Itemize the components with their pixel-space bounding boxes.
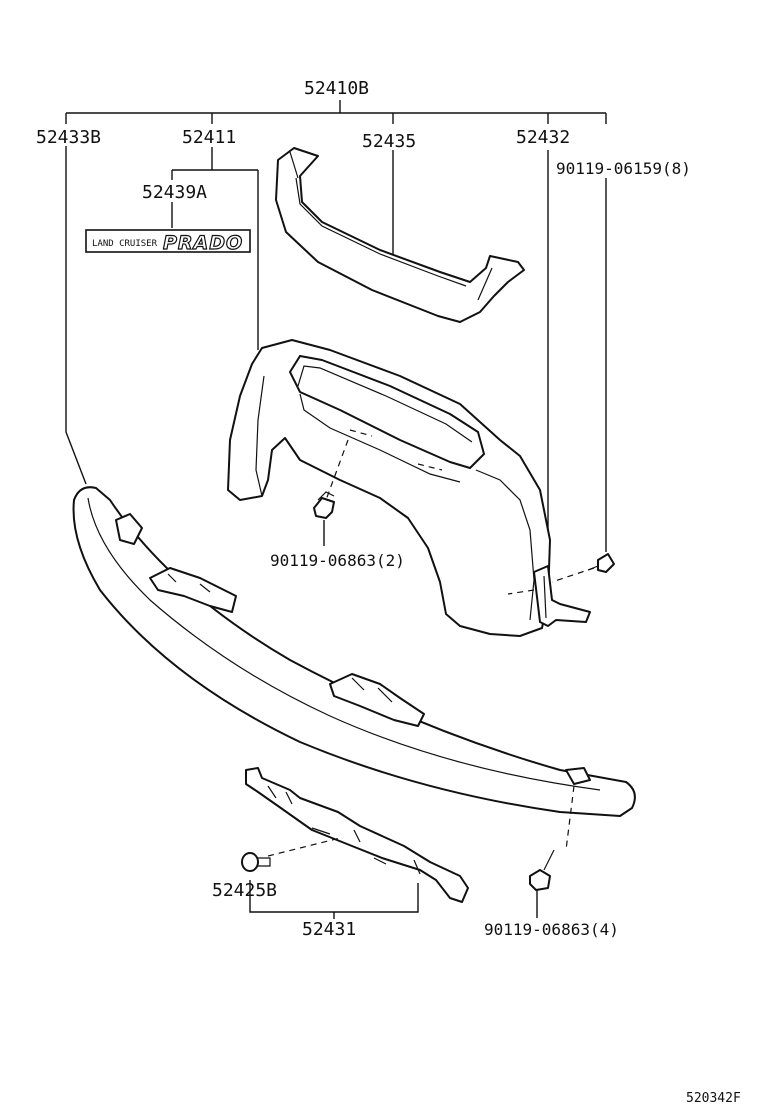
label-52435: 52435 <box>362 131 416 152</box>
upper-garnish-part <box>275 147 525 323</box>
leader-lines <box>65 100 607 919</box>
label-52431: 52431 <box>302 919 356 940</box>
lower-stay-part <box>245 767 469 903</box>
emblem-badge: LAND CRUISER PRADO <box>85 229 251 255</box>
bumper-bar-part <box>72 486 636 851</box>
emblem-small-text: LAND CRUISER <box>92 239 158 249</box>
label-52410B: 52410B <box>304 78 369 99</box>
bolt-fastener-lower <box>529 849 555 891</box>
label-52425B: 52425B <box>212 880 277 901</box>
label-52411: 52411 <box>182 127 236 148</box>
part-labels: 52410B 52433B 52411 52435 52432 90119-06… <box>36 78 741 1106</box>
clip-fastener-upper <box>313 491 335 519</box>
label-90119-06863-2: 90119-06863(2) <box>270 551 405 570</box>
label-90119-06863-4: 90119-06863(4) <box>484 920 619 939</box>
label-52439A: 52439A <box>142 182 207 203</box>
label-52433B: 52433B <box>36 127 101 148</box>
emblem-large-text: PRADO <box>163 232 243 254</box>
grille-body-part <box>227 339 551 637</box>
side-bracket-part <box>507 565 595 627</box>
label-52432: 52432 <box>516 127 570 148</box>
bolt-fastener-upper-right <box>587 553 615 573</box>
label-90119-06159: 90119-06159(8) <box>556 159 691 178</box>
diagram-code: 520342F <box>686 1091 741 1106</box>
push-clip-part <box>241 852 271 872</box>
